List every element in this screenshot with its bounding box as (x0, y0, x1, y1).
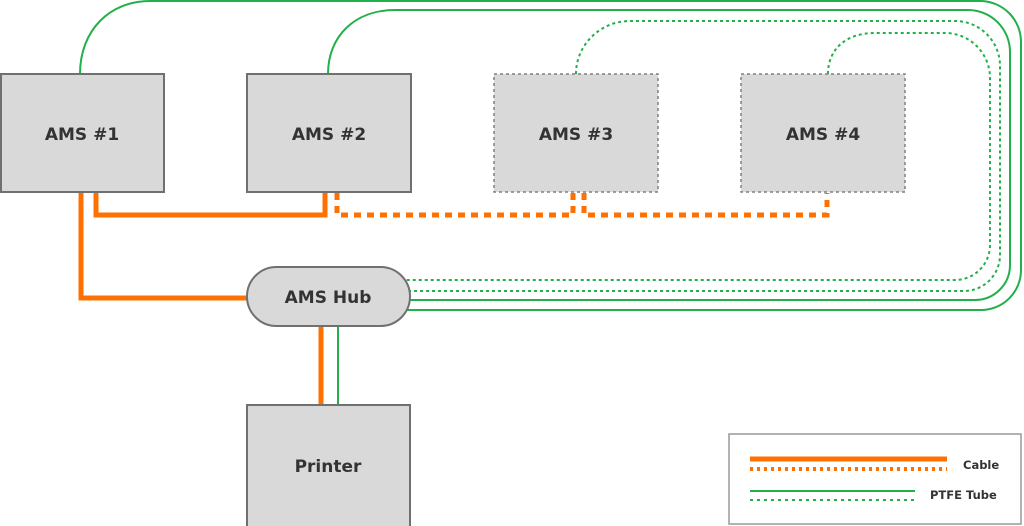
cable-ams2-ams3 (334, 193, 576, 218)
printer-label: Printer (295, 457, 362, 477)
printer-node: Printer (246, 404, 411, 526)
ptfe-tube-ams2 (327, 9, 1011, 301)
ptfe-tube-ams4 (405, 32, 991, 281)
ams-hub-node: AMS Hub (246, 266, 411, 327)
ams-hub-label: AMS Hub (285, 288, 372, 308)
ams-1-node: AMS #1 (0, 73, 165, 193)
legend: Cable PTFE Tube (728, 433, 1022, 525)
ams-1-label: AMS #1 (45, 125, 119, 145)
ams-4-label: AMS #4 (786, 125, 860, 145)
cable-ams1-ams2 (93, 192, 328, 218)
cables (78, 192, 830, 405)
ptfe-tube-ams3 (410, 20, 1001, 292)
ptfe-tubes (79, 0, 1022, 405)
ams-4-node: AMS #4 (740, 73, 906, 193)
cable-ams3-ams4 (581, 193, 830, 218)
ams-2-label: AMS #2 (292, 125, 366, 145)
ams-2-node: AMS #2 (246, 73, 412, 193)
legend-cable-label: Cable (963, 458, 999, 472)
legend-ptfe-label: PTFE Tube (930, 488, 997, 502)
ams-3-label: AMS #3 (539, 125, 613, 145)
ptfe-tube-ams1 (79, 0, 1022, 311)
cable-ams1-hub (78, 192, 248, 301)
ams-3-node: AMS #3 (493, 73, 659, 193)
